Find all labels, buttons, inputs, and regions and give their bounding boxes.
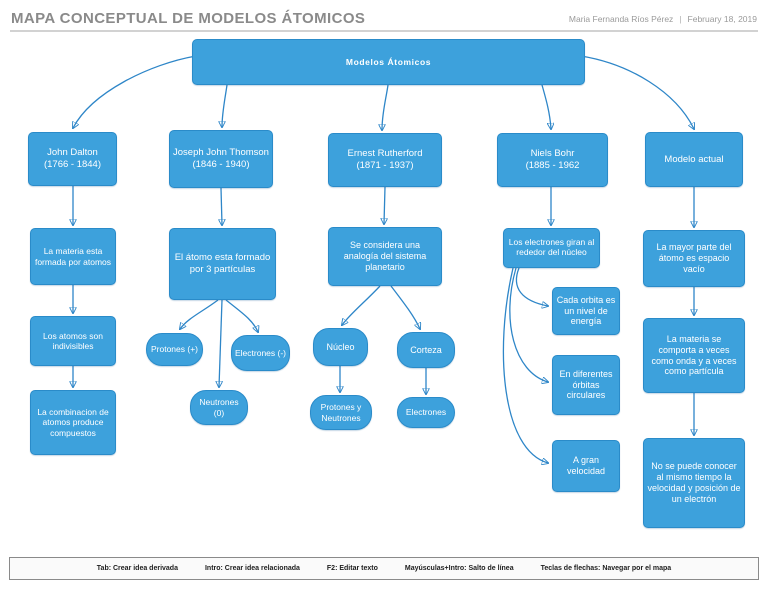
connector-rutherford-nucleo [342,285,381,325]
node-dates: (1871 - 1937) [356,160,414,171]
connector-bohr-velocidad [502,267,548,463]
node-dates: (1846 - 1940) [192,159,250,170]
node-protones-neutrones[interactable]: Protones y Neutrones [310,395,372,430]
connector-thomson-protones [180,299,219,329]
connector-root-thomson [222,84,228,127]
node-dalton-fact-2[interactable]: Los atomos son indivisibles [30,316,116,366]
node-bohr-detail-3[interactable]: A gran velocidad [552,440,620,492]
shortcut-f2: F2: Editar texto [326,565,378,572]
connector-root-dalton [73,55,197,128]
node-nucleo[interactable]: Núcleo [313,328,368,366]
node-label: Ernest Rutherford [347,148,423,160]
shortcut-flechas: Teclas de flechas: Navegar por el mapa [540,565,672,572]
node-bohr-statement[interactable]: Los electrones giran al rededor del núcl… [503,228,600,268]
node-rutherford-statement[interactable]: Se considera una analogía del sistema pl… [328,227,442,286]
connector-bohr-orbita [515,267,548,306]
node-dalton-fact-3[interactable]: La combinacion de atomos produce compues… [30,390,116,455]
node-ernest-rutherford[interactable]: Ernest Rutherford (1871 - 1937) [328,133,442,187]
node-label: Niels Bohr [530,148,575,160]
shortcut-mayusculas: Mayúsculas+Intro: Salto de línea [404,565,514,572]
page-meta: Maria Fernanda Ríos Pérez | February 18, 2… [569,14,757,24]
node-dalton-fact-1[interactable]: La materia esta formada por atomos [30,228,116,285]
page-date: February 18, 2019 [687,14,757,24]
node-bohr-detail-1[interactable]: Cada orbita es un nivel de energía [552,287,620,335]
header-rule [10,30,758,32]
node-neutrones[interactable]: Neutrones (0) [190,390,248,425]
connector-root-modelo [580,55,694,129]
connector-rutherford-statement [384,186,385,224]
connector-bohr-circulares [509,267,548,382]
node-bohr-detail-2[interactable]: En diferentes órbitas circulares [552,355,620,415]
node-thomson-statement[interactable]: El átomo esta formado por 3 partículas [169,228,276,300]
node-electrones-corteza[interactable]: Electrones [397,397,455,428]
node-modern-fact-1[interactable]: La mayor parte del átomo es espacio vací… [643,230,745,287]
node-electrones[interactable]: Electrones (-) [231,335,290,371]
connector-rutherford-corteza [390,285,420,329]
connector-root-bohr [541,84,551,129]
node-modern-fact-2[interactable]: La materia se comporta a veces como onda… [643,318,745,393]
author-name: Maria Fernanda Ríos Pérez [568,14,674,24]
node-root[interactable]: Modelos Átomicos [192,39,585,85]
connector-thomson-statement [221,187,222,225]
node-dates: (1885 - 1962 [525,160,580,171]
node-protones[interactable]: Protones (+) [146,333,203,366]
node-label: John Dalton [47,147,98,159]
connector-thomson-neutrones [219,299,222,387]
node-dates: (1766 - 1844) [43,159,102,170]
shortcut-bar: Tab: Crear idea derivada Intro: Crear id… [9,557,759,580]
connector-root-rutherford [382,84,389,130]
node-modelo-actual[interactable]: Modelo actual [645,132,743,187]
meta-divider: | [679,14,682,24]
node-label: Joseph John Thomson [173,147,269,159]
page-title: MAPA CONCEPTUAL DE MODELOS ÁTOMICOS [11,10,366,27]
shortcut-intro: Intro: Crear idea relacionada [204,565,300,572]
connector-thomson-electrones [225,299,258,332]
node-niels-bohr[interactable]: Niels Bohr (1885 - 1962 [497,133,608,187]
node-corteza[interactable]: Corteza [397,332,455,368]
node-label: Modelo actual [664,153,724,165]
shortcut-tab: Tab: Crear idea derivada [96,565,178,572]
node-modern-fact-3[interactable]: No se puede conocer al mismo tiempo la v… [643,438,745,528]
node-joseph-thomson[interactable]: Joseph John Thomson (1846 - 1940) [169,130,273,188]
node-john-dalton[interactable]: John Dalton (1766 - 1844) [28,132,117,186]
